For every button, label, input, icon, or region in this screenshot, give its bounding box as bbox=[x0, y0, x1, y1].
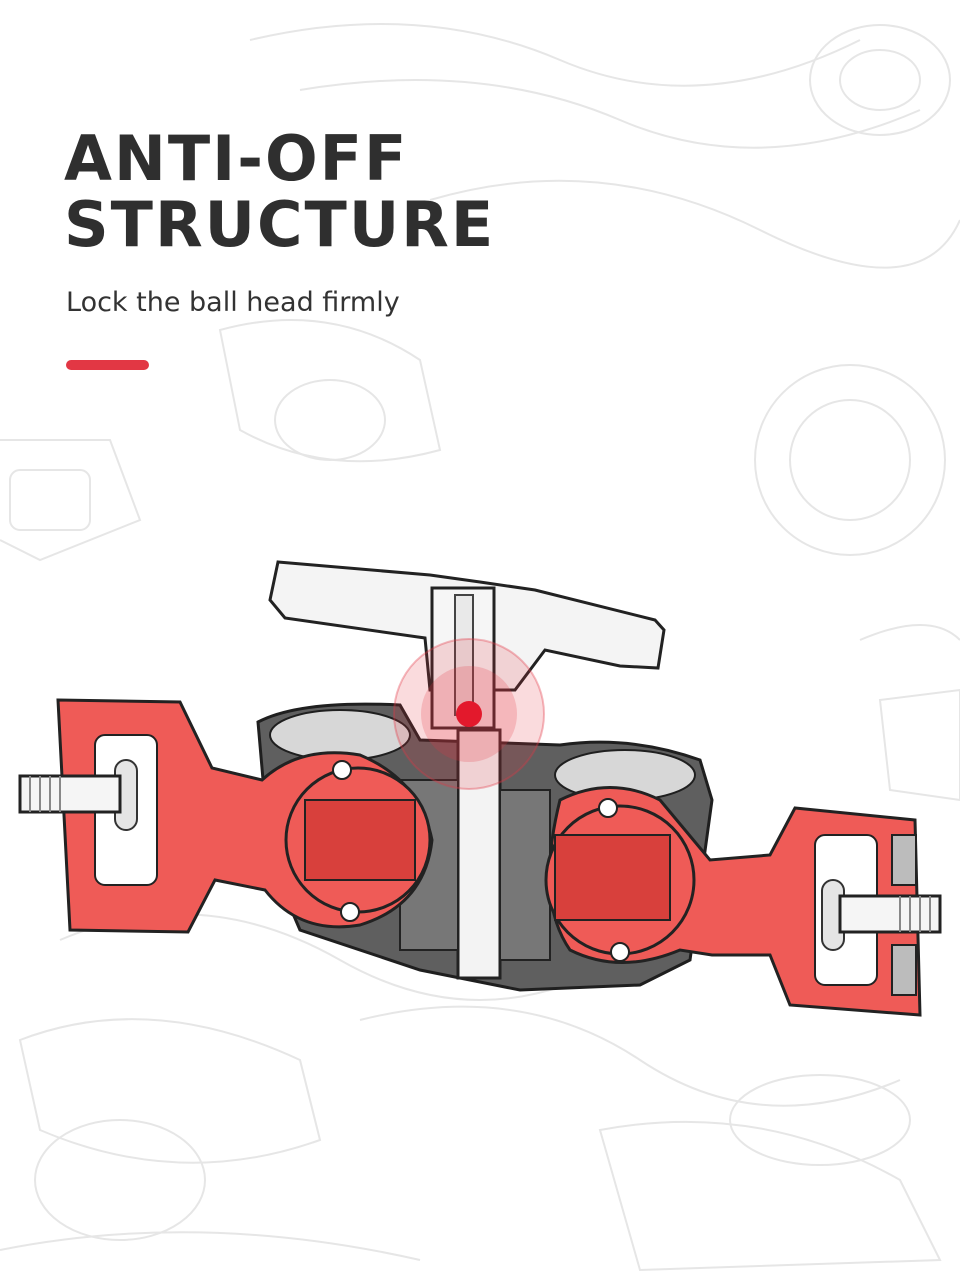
right-thread-stud bbox=[838, 894, 942, 934]
lock-point-icon bbox=[393, 638, 545, 790]
page-title: ANTI-OFF STRUCTURE bbox=[64, 126, 495, 258]
product-illustration bbox=[18, 560, 942, 1017]
accent-divider bbox=[66, 360, 149, 370]
title-line-2: STRUCTURE bbox=[64, 188, 496, 261]
subtitle: Lock the ball head firmly bbox=[66, 287, 400, 318]
title-line-1: ANTI-OFF bbox=[64, 122, 409, 195]
left-thread-stud bbox=[18, 774, 122, 814]
